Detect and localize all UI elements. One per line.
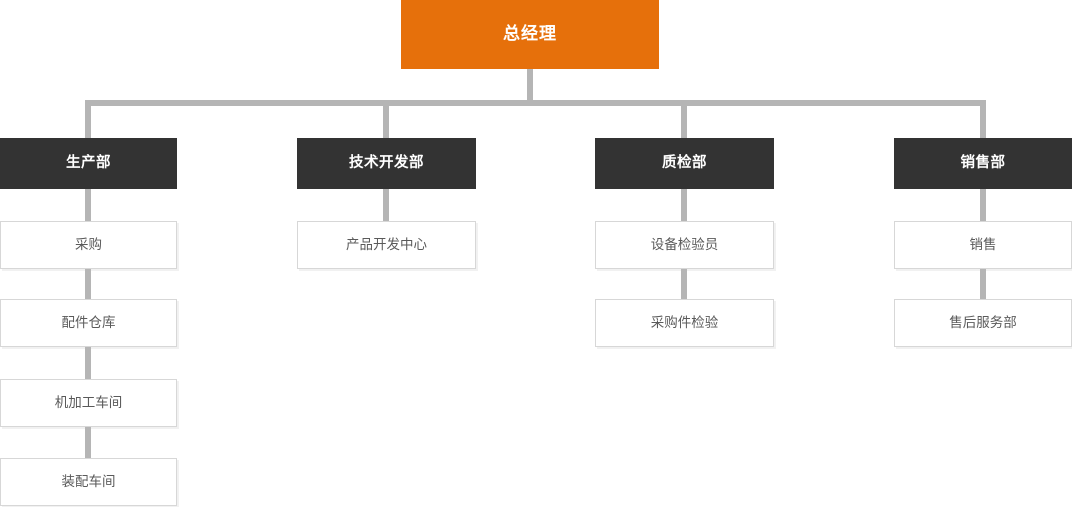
node-sub-machining-workshop[interactable]: 机加工车间 xyxy=(0,379,177,427)
node-sub-assembly-workshop-label: 装配车间 xyxy=(61,473,116,490)
connector-root-drop xyxy=(527,69,533,103)
node-sub-parts-warehouse[interactable]: 配件仓库 xyxy=(0,299,177,347)
node-sub-after-sales-service[interactable]: 售后服务部 xyxy=(894,299,1072,347)
connector-c1-s3-to-s4 xyxy=(85,427,91,458)
node-sub-purchased-parts-inspection-label: 采购件检验 xyxy=(650,314,719,331)
connector-trunk-drop-3 xyxy=(681,100,687,138)
node-sub-purchased-parts-inspection[interactable]: 采购件检验 xyxy=(595,299,774,347)
connector-c2-d-to-s1 xyxy=(383,189,389,221)
node-sub-product-development-center-label: 产品开发中心 xyxy=(346,236,427,253)
connector-trunk-horizontal xyxy=(85,100,986,106)
node-department-sales-label: 销售部 xyxy=(960,154,1006,171)
node-sub-equipment-inspector-label: 设备检验员 xyxy=(650,236,719,253)
node-root-label: 总经理 xyxy=(503,24,557,45)
node-sub-assembly-workshop[interactable]: 装配车间 xyxy=(0,458,177,506)
node-department-production[interactable]: 生产部 xyxy=(0,138,177,189)
node-department-quality-inspection[interactable]: 质检部 xyxy=(595,138,774,189)
node-department-sales[interactable]: 销售部 xyxy=(894,138,1072,189)
node-sub-machining-workshop-label: 机加工车间 xyxy=(54,394,123,411)
connector-c4-s1-to-s2 xyxy=(980,269,986,299)
connector-c1-s2-to-s3 xyxy=(85,347,91,379)
node-sub-product-development-center[interactable]: 产品开发中心 xyxy=(297,221,476,269)
node-root-general-manager[interactable]: 总经理 xyxy=(401,0,659,69)
connector-c3-s1-to-s2 xyxy=(681,269,687,299)
connector-trunk-drop-2 xyxy=(383,100,389,138)
node-sub-equipment-inspector[interactable]: 设备检验员 xyxy=(595,221,774,269)
connector-c1-d-to-s1 xyxy=(85,189,91,221)
node-sub-after-sales-service-label: 售后服务部 xyxy=(949,314,1017,331)
connector-c3-d-to-s1 xyxy=(681,189,687,221)
node-sub-parts-warehouse-label: 配件仓库 xyxy=(61,314,116,331)
node-department-production-label: 生产部 xyxy=(66,154,111,171)
node-department-technical-development[interactable]: 技术开发部 xyxy=(297,138,476,189)
node-sub-sales[interactable]: 销售 xyxy=(894,221,1072,269)
node-sub-purchasing-label: 采购 xyxy=(75,236,102,253)
node-sub-purchasing[interactable]: 采购 xyxy=(0,221,177,269)
node-department-quality-inspection-label: 质检部 xyxy=(662,154,707,171)
node-sub-sales-label: 销售 xyxy=(969,236,997,253)
connector-c1-s1-to-s2 xyxy=(85,269,91,299)
connector-trunk-drop-4 xyxy=(980,100,986,138)
node-department-technical-development-label: 技术开发部 xyxy=(349,154,424,171)
connector-c4-d-to-s1 xyxy=(980,189,986,221)
connector-trunk-drop-1 xyxy=(85,100,91,138)
